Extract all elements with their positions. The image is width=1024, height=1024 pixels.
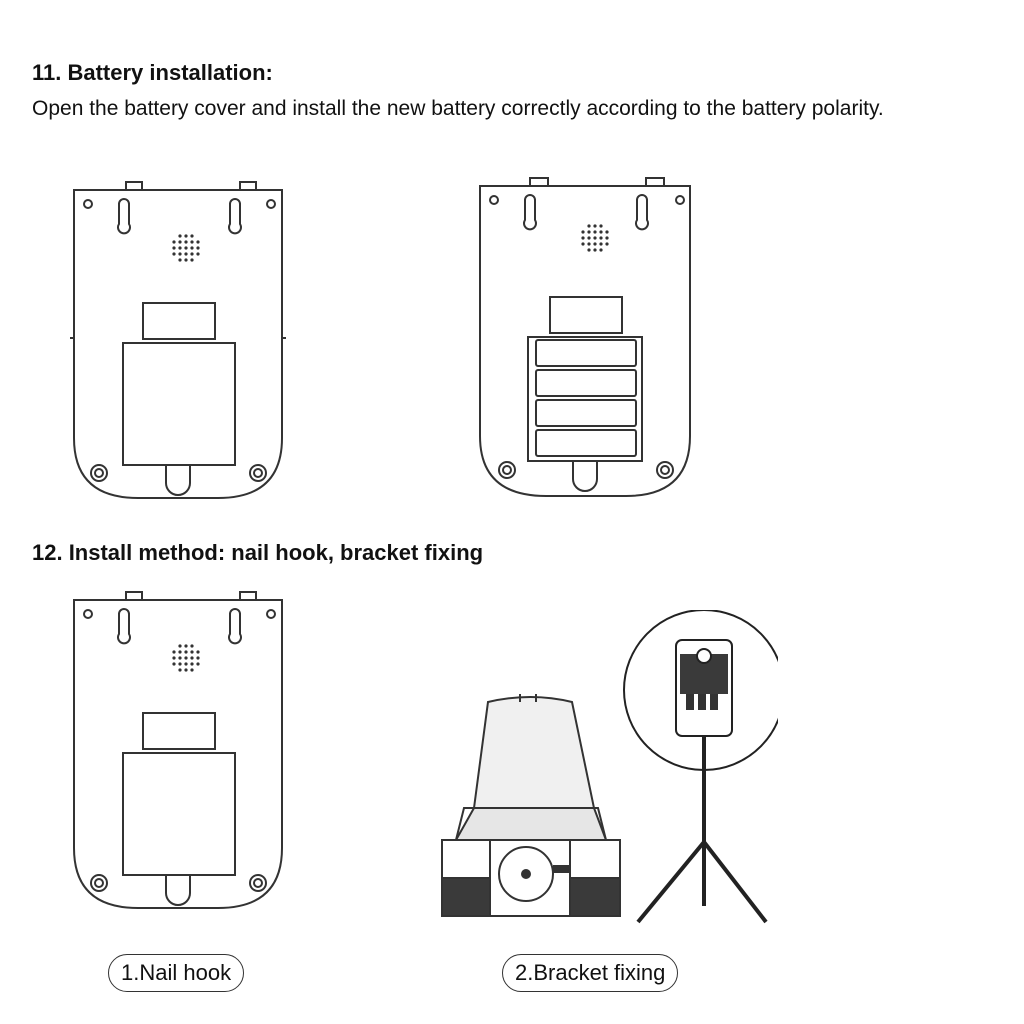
device-back-nail-hook-figure <box>73 591 283 909</box>
bracket-fixing-caption: 2.Bracket fixing <box>502 954 679 992</box>
section-12-heading: 12. Install method: nail hook, bracket f… <box>32 540 484 565</box>
device-back-cover-closed-figure <box>70 181 286 499</box>
tripod-mounted-device-figure <box>623 610 778 924</box>
section-11-heading: 11. Battery installation: <box>32 60 273 85</box>
bracket-base-figure <box>441 694 621 917</box>
nail-hook-caption: 1.Nail hook <box>108 954 245 992</box>
device-back-batteries-exposed-figure <box>479 177 691 497</box>
section-11-instruction: Open the battery cover and install the n… <box>32 97 884 120</box>
